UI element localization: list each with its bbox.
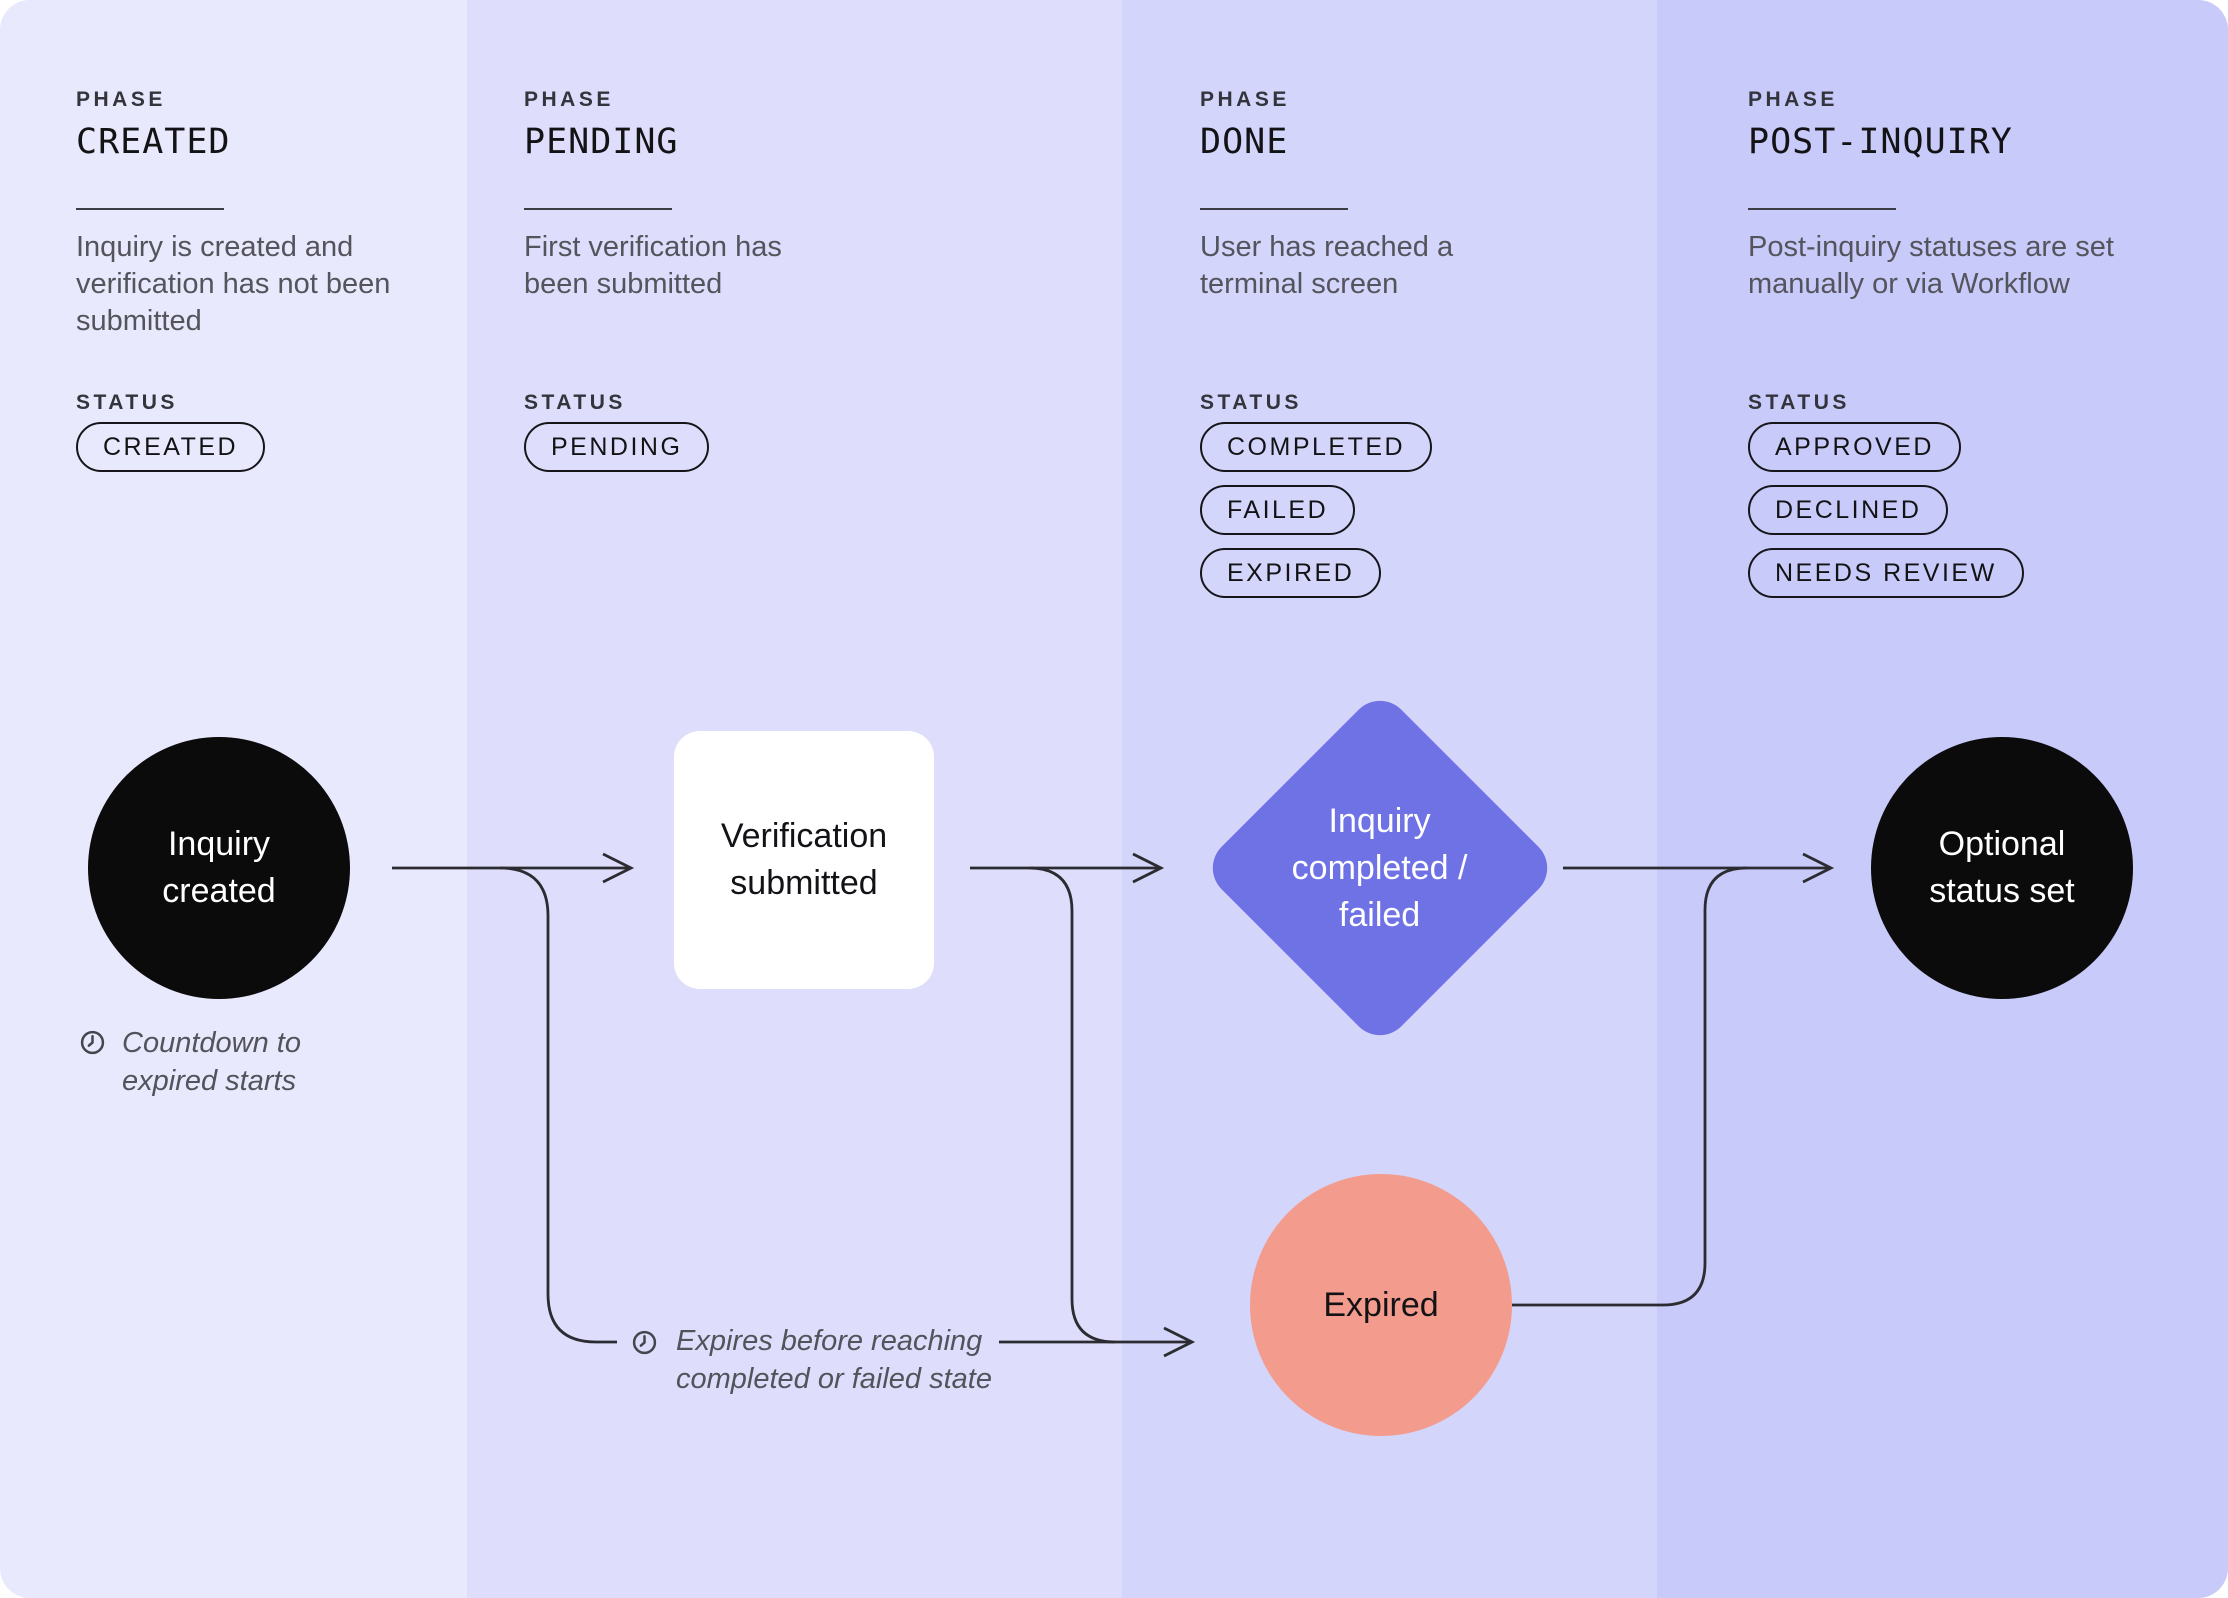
- annotation-line: completed or failed state: [676, 1363, 992, 1395]
- node-inquiry-created: Inquiry created: [88, 737, 350, 999]
- annotation-line: Expires before reaching: [676, 1325, 983, 1357]
- clock-icon: [632, 1330, 657, 1355]
- phase-label: PHASE: [76, 88, 166, 111]
- clock-icon: [80, 1030, 105, 1055]
- annotation-countdown-to-expired: Countdown to expired starts: [122, 1024, 301, 1100]
- divider-line: [524, 208, 672, 210]
- phase-title: CREATED: [76, 122, 231, 162]
- node-label: Inquiry: [167, 825, 271, 863]
- status-badge: APPROVED: [1748, 422, 1961, 472]
- node-label: failed: [1339, 895, 1421, 934]
- divider-line: [1200, 208, 1348, 210]
- phase-description: Post-inquiry statuses are set manually o…: [1748, 231, 2114, 300]
- node-label: Expired: [1323, 1285, 1439, 1324]
- node-verification-submitted: Verification submitted: [674, 731, 934, 989]
- node-expired: Expired: [1250, 1174, 1512, 1436]
- annotation-expires-before-terminal: Expires before reaching completed or fai…: [676, 1322, 992, 1398]
- phase-description: Inquiry is created and verification has …: [76, 231, 391, 337]
- node-optional-status-set: Optional status set: [1871, 737, 2133, 999]
- node-label: submitted: [730, 864, 878, 902]
- phase-title: POST-INQUIRY: [1748, 122, 2013, 162]
- status-badge: COMPLETED: [1200, 422, 1433, 472]
- divider-line: [76, 208, 224, 210]
- status-label: STATUS: [1748, 391, 1850, 414]
- annotation-line: expired starts: [122, 1065, 297, 1097]
- node-label: Optional: [1938, 825, 2066, 863]
- phase-label: PHASE: [1200, 88, 1290, 111]
- status-badge: DECLINED: [1748, 485, 1949, 535]
- phase-description: User has reached a terminal screen: [1200, 231, 1454, 300]
- phase-label: PHASE: [524, 88, 614, 111]
- status-label: STATUS: [524, 391, 626, 414]
- node-label: completed /: [1292, 848, 1468, 887]
- node-label: status set: [1929, 872, 2075, 910]
- status-label: STATUS: [76, 391, 178, 414]
- status-badge: NEEDS REVIEW: [1748, 548, 2024, 598]
- status-badge: EXPIRED: [1200, 548, 1382, 598]
- status-badge: FAILED: [1200, 485, 1356, 535]
- phase-description: First verification has been submitted: [524, 231, 782, 300]
- status-badge: CREATED: [76, 422, 266, 472]
- phase-title: DONE: [1200, 122, 1289, 162]
- annotation-line: Countdown to: [122, 1027, 301, 1059]
- status-label: STATUS: [1200, 391, 1302, 414]
- node-label: created: [162, 872, 276, 910]
- divider-line: [1748, 208, 1896, 210]
- status-badge: PENDING: [524, 422, 710, 472]
- phase-column-created: PHASE CREATED Inquiry is created and ver…: [0, 0, 467, 1598]
- node-label: Inquiry: [1328, 801, 1432, 840]
- phase-label: PHASE: [1748, 88, 1838, 111]
- node-label: Verification: [720, 817, 888, 855]
- phase-title: PENDING: [524, 122, 679, 162]
